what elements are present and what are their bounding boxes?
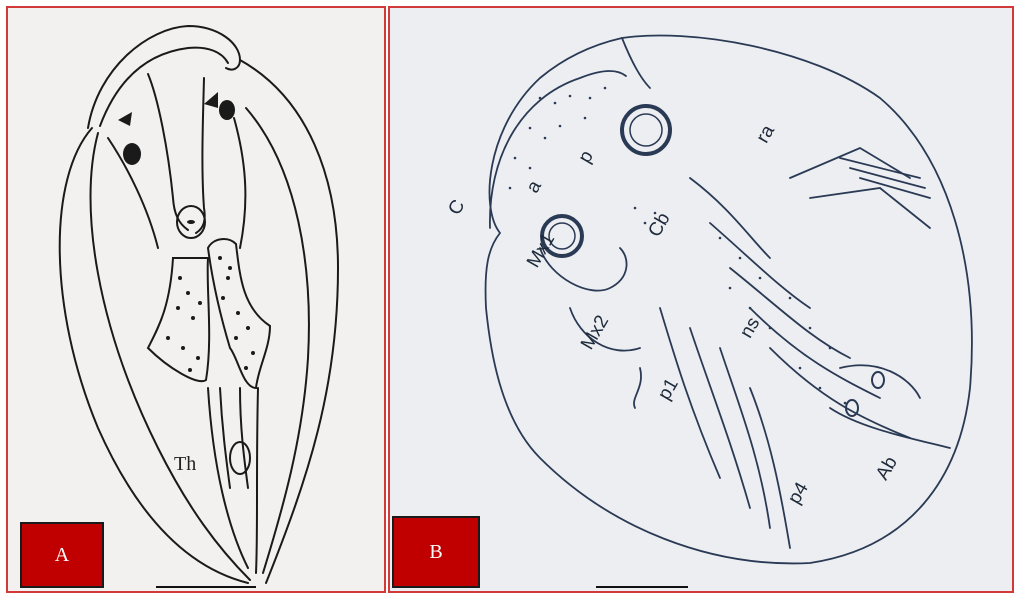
leg-2	[690, 328, 750, 508]
eyes-a	[118, 92, 235, 224]
head-inner	[100, 48, 228, 126]
tail-bulb	[230, 442, 250, 474]
right-eye-spot	[219, 100, 235, 120]
right-valve-inner	[246, 108, 309, 573]
label-mx1: Mx1	[523, 230, 559, 272]
panel-a: Th A	[6, 6, 386, 593]
segment-1	[690, 178, 770, 258]
head-curve	[490, 71, 626, 228]
panel-b: C a p ra Cb Mx1 Mx2 ns p1 p4 Ab B	[388, 6, 1014, 593]
left-appendage	[148, 258, 209, 381]
label-cb: Cb	[644, 209, 674, 241]
eye-large	[622, 106, 670, 154]
label-p4: p4	[784, 479, 813, 508]
left-eye-spot	[123, 143, 141, 165]
p1-stub	[634, 368, 641, 408]
label-th: Th	[174, 453, 196, 475]
neck-dot	[187, 220, 195, 224]
left-valve-outline	[60, 128, 248, 583]
label-ab: Ab	[872, 453, 902, 484]
panel-badge-a: A	[20, 522, 104, 588]
segment-4	[750, 308, 880, 398]
eyes-b	[542, 106, 884, 416]
left-valve-inner	[91, 133, 251, 580]
label-ra: ra	[752, 121, 779, 147]
rostrum-line	[622, 38, 650, 88]
antenna-lower	[810, 188, 930, 228]
stipple-b	[509, 87, 847, 405]
eye-large-inner	[630, 114, 662, 146]
panel-badge-b: B	[392, 516, 480, 588]
head-outline	[88, 26, 240, 128]
appendages-a	[148, 239, 270, 388]
left-eye-triangle	[118, 112, 132, 126]
carapace-outline	[486, 36, 972, 564]
scale-bar-b	[596, 586, 688, 588]
tail-left	[220, 388, 230, 488]
abdomen-upper	[840, 365, 920, 398]
label-a: a	[522, 177, 546, 197]
segment-5	[770, 348, 910, 438]
drawing-a: Th	[8, 8, 386, 593]
antenna-upper	[790, 148, 910, 178]
appendage-dots	[166, 256, 255, 372]
right-limb-line	[234, 118, 245, 248]
drawing-b: C a p ra Cb Mx1 Mx2 ns p1 p4 Ab	[390, 8, 1014, 593]
abdomen-spot-1	[872, 372, 884, 388]
scale-bar-a	[156, 586, 256, 588]
label-c: C	[444, 196, 469, 218]
label-p: p	[574, 147, 597, 167]
right-eye-triangle	[204, 92, 218, 108]
tail-valve-right	[256, 388, 258, 573]
segment-2	[710, 223, 810, 308]
body-left-line	[148, 74, 188, 230]
label-p1: p1	[654, 375, 683, 404]
right-valve-outline	[240, 60, 338, 583]
